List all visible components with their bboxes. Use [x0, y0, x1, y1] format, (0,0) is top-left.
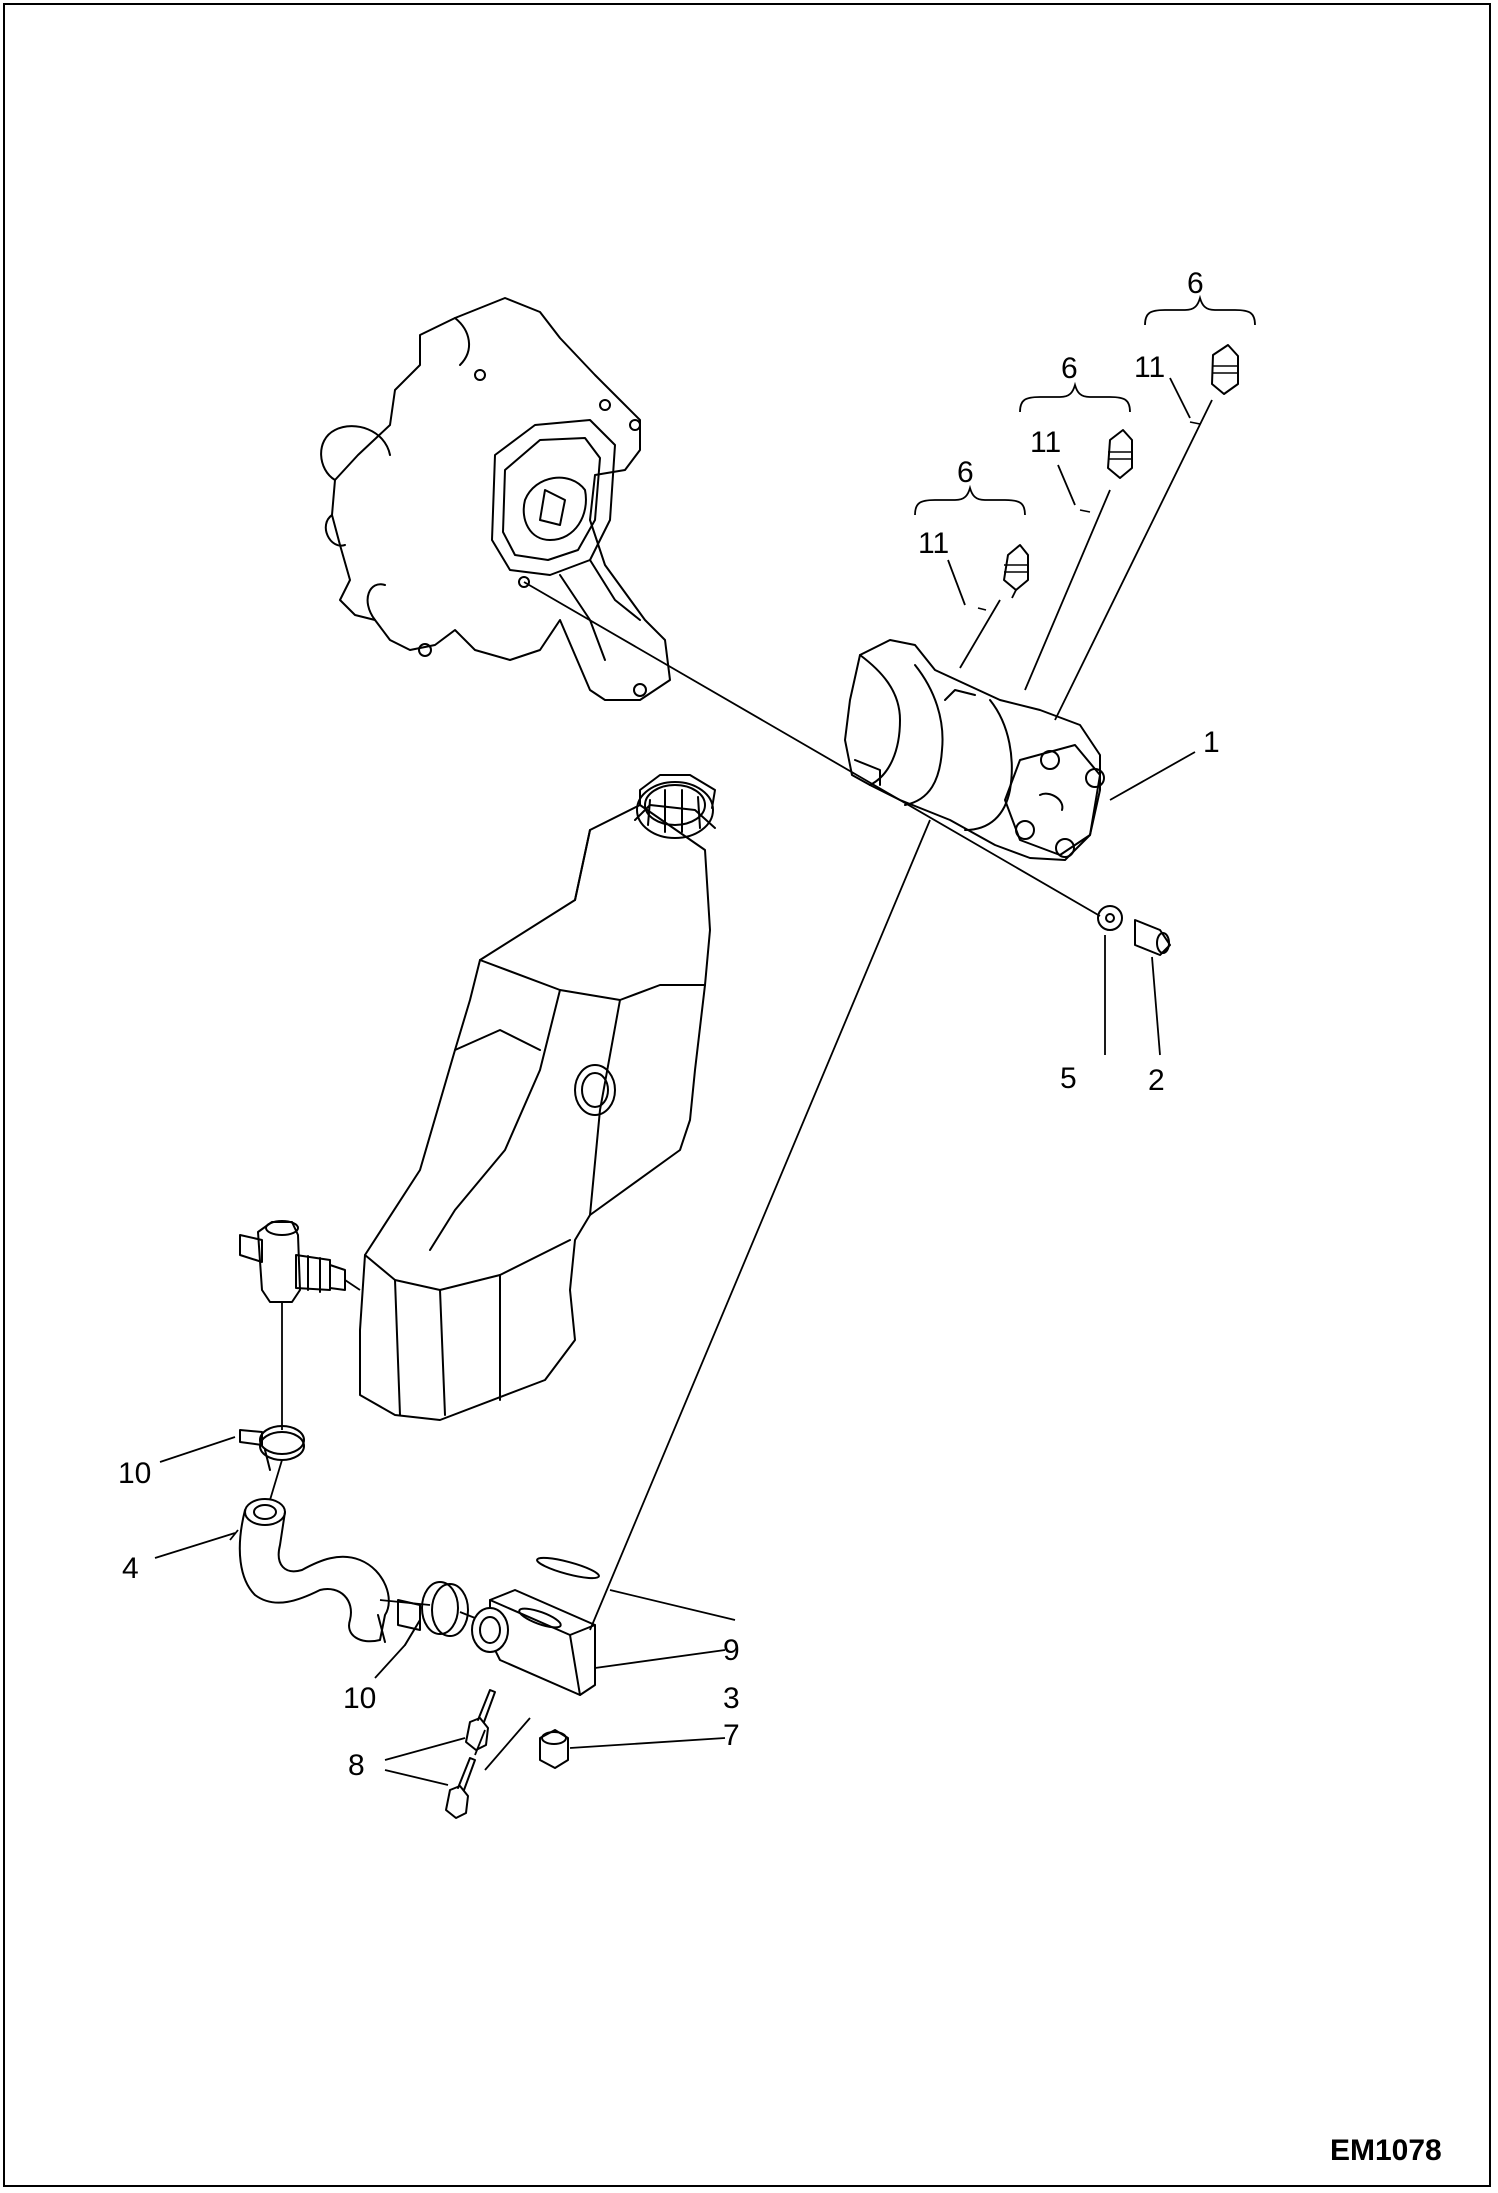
mounting-housing — [320, 297, 671, 701]
hose — [238, 1498, 390, 1643]
callout-6-b: 6 — [1061, 352, 1078, 385]
callout-leaders — [154, 377, 1201, 1786]
tee-fitting — [239, 1220, 346, 1303]
washer — [1097, 905, 1123, 931]
callout-8: 8 — [348, 1749, 365, 1782]
callout-5: 5 — [1060, 1062, 1077, 1095]
callout-7: 7 — [723, 1719, 740, 1752]
reservoir-tank — [359, 774, 716, 1421]
callout-9: 9 — [723, 1634, 740, 1667]
o-ring — [536, 1556, 600, 1580]
filter-bolt-a — [465, 1689, 496, 1751]
bolt — [1134, 919, 1171, 956]
drawing-border — [3, 3, 1491, 2187]
assembly-lines — [269, 399, 1213, 1771]
callout-1: 1 — [1203, 726, 1220, 759]
hose-clamp-lower — [397, 1581, 469, 1646]
callout-11-b: 11 — [1030, 426, 1061, 459]
fitting-11-b — [1107, 429, 1133, 479]
filter-bolt-b — [445, 1757, 476, 1819]
fitting-11-c — [1211, 344, 1239, 395]
filter-head — [471, 1589, 596, 1696]
brace-6-a — [914, 484, 1026, 516]
hydraulic-pump — [844, 639, 1105, 861]
callout-6-a: 6 — [957, 456, 974, 489]
callout-2: 2 — [1148, 1064, 1165, 1097]
callout-4: 4 — [122, 1552, 139, 1585]
brace-6-c — [1144, 294, 1256, 326]
callout-3: 3 — [723, 1682, 740, 1715]
callout-6-c: 6 — [1187, 267, 1204, 300]
fitting-11-a — [1003, 544, 1029, 591]
hose-clamp-upper — [239, 1425, 305, 1471]
plug — [539, 1729, 569, 1769]
callout-11-c: 11 — [1134, 351, 1165, 384]
brace-6-b — [1019, 381, 1131, 413]
callout-10-lower: 10 — [343, 1682, 376, 1715]
callout-10-upper: 10 — [118, 1457, 151, 1490]
figure-code: EM1078 — [1330, 2134, 1442, 2167]
callout-11-a: 11 — [918, 527, 949, 560]
